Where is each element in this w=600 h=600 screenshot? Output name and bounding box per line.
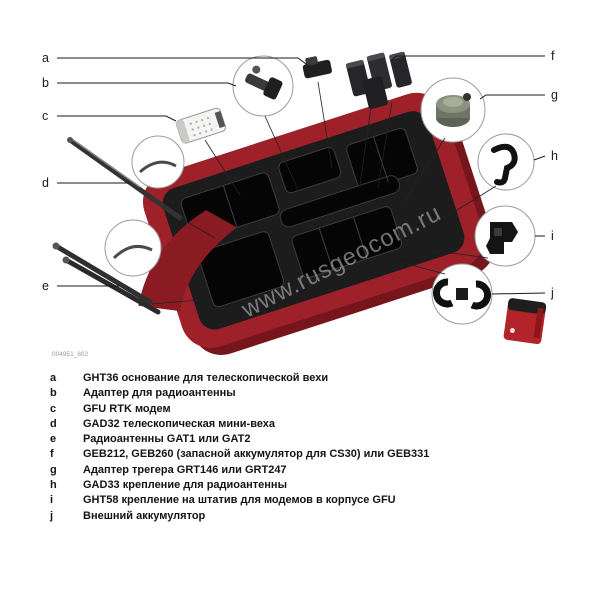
item-external-battery (503, 298, 547, 345)
legend-text: Адаптер для радиоантенны (83, 387, 236, 400)
callout-letter-e: e (42, 279, 49, 293)
foam-cutout (279, 175, 401, 228)
legend-letter: d (50, 417, 57, 430)
transport-case (138, 92, 495, 355)
item-gad33-mount (477, 133, 535, 191)
legend-text: GAD32 телескопическая мини-веха (83, 417, 276, 430)
legend-text: GFU RTK модем (83, 402, 171, 415)
callout-letter-g: g (551, 88, 558, 102)
legend-text: Радиоантенны GAT1 или GAT2 (83, 433, 251, 446)
legend-row: g Адаптер трегера GRT146 или GRT247 (50, 463, 585, 478)
legend-letter: j (50, 509, 54, 522)
legend-letter: h (50, 479, 57, 492)
figure-code: 004951_802 (52, 351, 89, 358)
diagram-svg: a b c d e f g h i j www.rusgeocom.ru 004… (42, 49, 558, 358)
item-antenna-adapter (232, 55, 294, 117)
leader-lines (57, 55, 546, 295)
legend-text: GAD33 крепление для радиоантенны (83, 479, 287, 492)
callout-letter-c: c (42, 109, 48, 123)
legend-row: f GEB212, GEB260 (запасной аккумулятор дл… (50, 447, 585, 462)
legend-letter: b (50, 387, 57, 400)
legend-row: e Радиоантенны GAT1 или GAT2 (50, 432, 585, 447)
item-gfu-modem (175, 107, 226, 144)
battery-cell (389, 51, 412, 88)
callout-letter-h: h (551, 149, 558, 163)
foam-ridges (222, 136, 389, 271)
legend-row: a GHT36 основание для телескопической вех… (50, 371, 585, 386)
legend-letter: e (50, 433, 57, 446)
callout-letter-i: i (551, 229, 554, 243)
case-lid-wing (138, 210, 237, 312)
foam-cutout (197, 231, 285, 308)
item-mini-pole (67, 137, 183, 221)
item-tribrach-adapter (420, 77, 486, 143)
callout-letter-f: f (551, 49, 555, 63)
legend: a GHT36 основание для телескопической вех… (50, 371, 585, 524)
legend-row: h GAD33 крепление для радиоантенны (50, 478, 585, 493)
foam-cutout (291, 206, 403, 279)
pointer-lines (151, 81, 497, 305)
callout-circle-lower-left (104, 219, 162, 277)
legend-text: GEB212, GEB260 (запасной аккумулятор для… (83, 448, 430, 461)
legend-row: c GFU RTK модем (50, 402, 585, 417)
item-ght36-base (302, 56, 332, 79)
callout-circle-upper-left (131, 135, 185, 189)
legend-row: d GAD32 телескопическая мини-веха (50, 417, 585, 432)
legend-letter: g (50, 463, 57, 476)
callout-letter-b: b (42, 76, 49, 90)
legend-row: j Внешний аккумулятор (50, 509, 585, 524)
callout-letter-j: j (550, 286, 554, 300)
legend-letter: f (50, 448, 54, 461)
callout-letter-d: d (42, 176, 49, 190)
legend-text: GHT36 основание для телескопической вехи (83, 372, 329, 384)
legend-letter: a (50, 372, 57, 384)
callout-letter-a: a (42, 51, 49, 65)
legend-row: i GHT58 крепление на штатив для модемов в… (50, 493, 585, 508)
legend-text: GHT58 крепление на штатив для модемов в … (83, 494, 396, 507)
battery-cell (362, 76, 389, 109)
legend-letter: c (50, 402, 57, 415)
item-ght58-mount (474, 205, 536, 267)
legend-text: Адаптер трегера GRT146 или GRT247 (83, 463, 287, 476)
legend-text: Внешний аккумулятор (83, 509, 206, 522)
legend-row: b Адаптер для радиоантенны (50, 386, 585, 401)
legend-letter: i (50, 494, 54, 507)
item-clamp (431, 263, 493, 325)
